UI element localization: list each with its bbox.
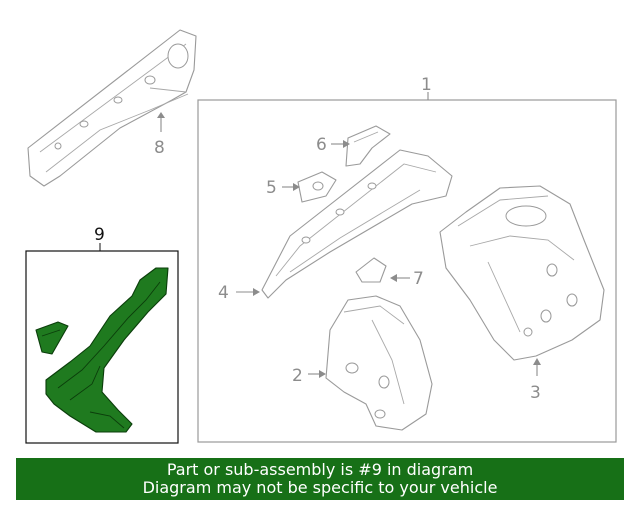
callout-1-label: 1 xyxy=(421,75,432,95)
callout-8-label: 8 xyxy=(154,138,165,158)
callout-9-label: 9 xyxy=(94,225,105,245)
part-6-bracket xyxy=(345,125,391,167)
banner-line-1: Part or sub-assembly is #9 in diagram xyxy=(166,460,474,479)
callout-2-label: 2 xyxy=(292,366,303,386)
callout-5-arrow xyxy=(293,183,300,191)
part-5-gusset xyxy=(297,171,337,203)
callout-2-arrow xyxy=(319,370,326,378)
callout-3-label: 3 xyxy=(530,383,541,403)
callout-3-arrow xyxy=(533,358,541,365)
part-7-clip xyxy=(355,257,387,283)
callout-4-label: 4 xyxy=(218,283,229,303)
callout-7-arrow xyxy=(390,274,397,282)
callout-4-arrow xyxy=(253,288,260,296)
info-banner: Part or sub-assembly is #9 in diagram Di… xyxy=(16,458,624,500)
callout-5-label: 5 xyxy=(266,178,277,198)
callout-8-arrow xyxy=(157,112,165,118)
part-9-green-rail xyxy=(35,267,169,433)
banner-line-2: Diagram may not be specific to your vehi… xyxy=(142,478,498,497)
assembly-frame xyxy=(197,99,617,443)
callout-6-label: 6 xyxy=(316,135,327,155)
part-3-strut-housing xyxy=(439,185,605,361)
part-8-upper-rail xyxy=(27,29,197,187)
callout-6-arrow xyxy=(343,140,350,148)
callout-7-label: 7 xyxy=(413,269,424,289)
part-2-wheelhouse xyxy=(325,295,433,431)
part-4-lower-rail xyxy=(261,149,453,299)
